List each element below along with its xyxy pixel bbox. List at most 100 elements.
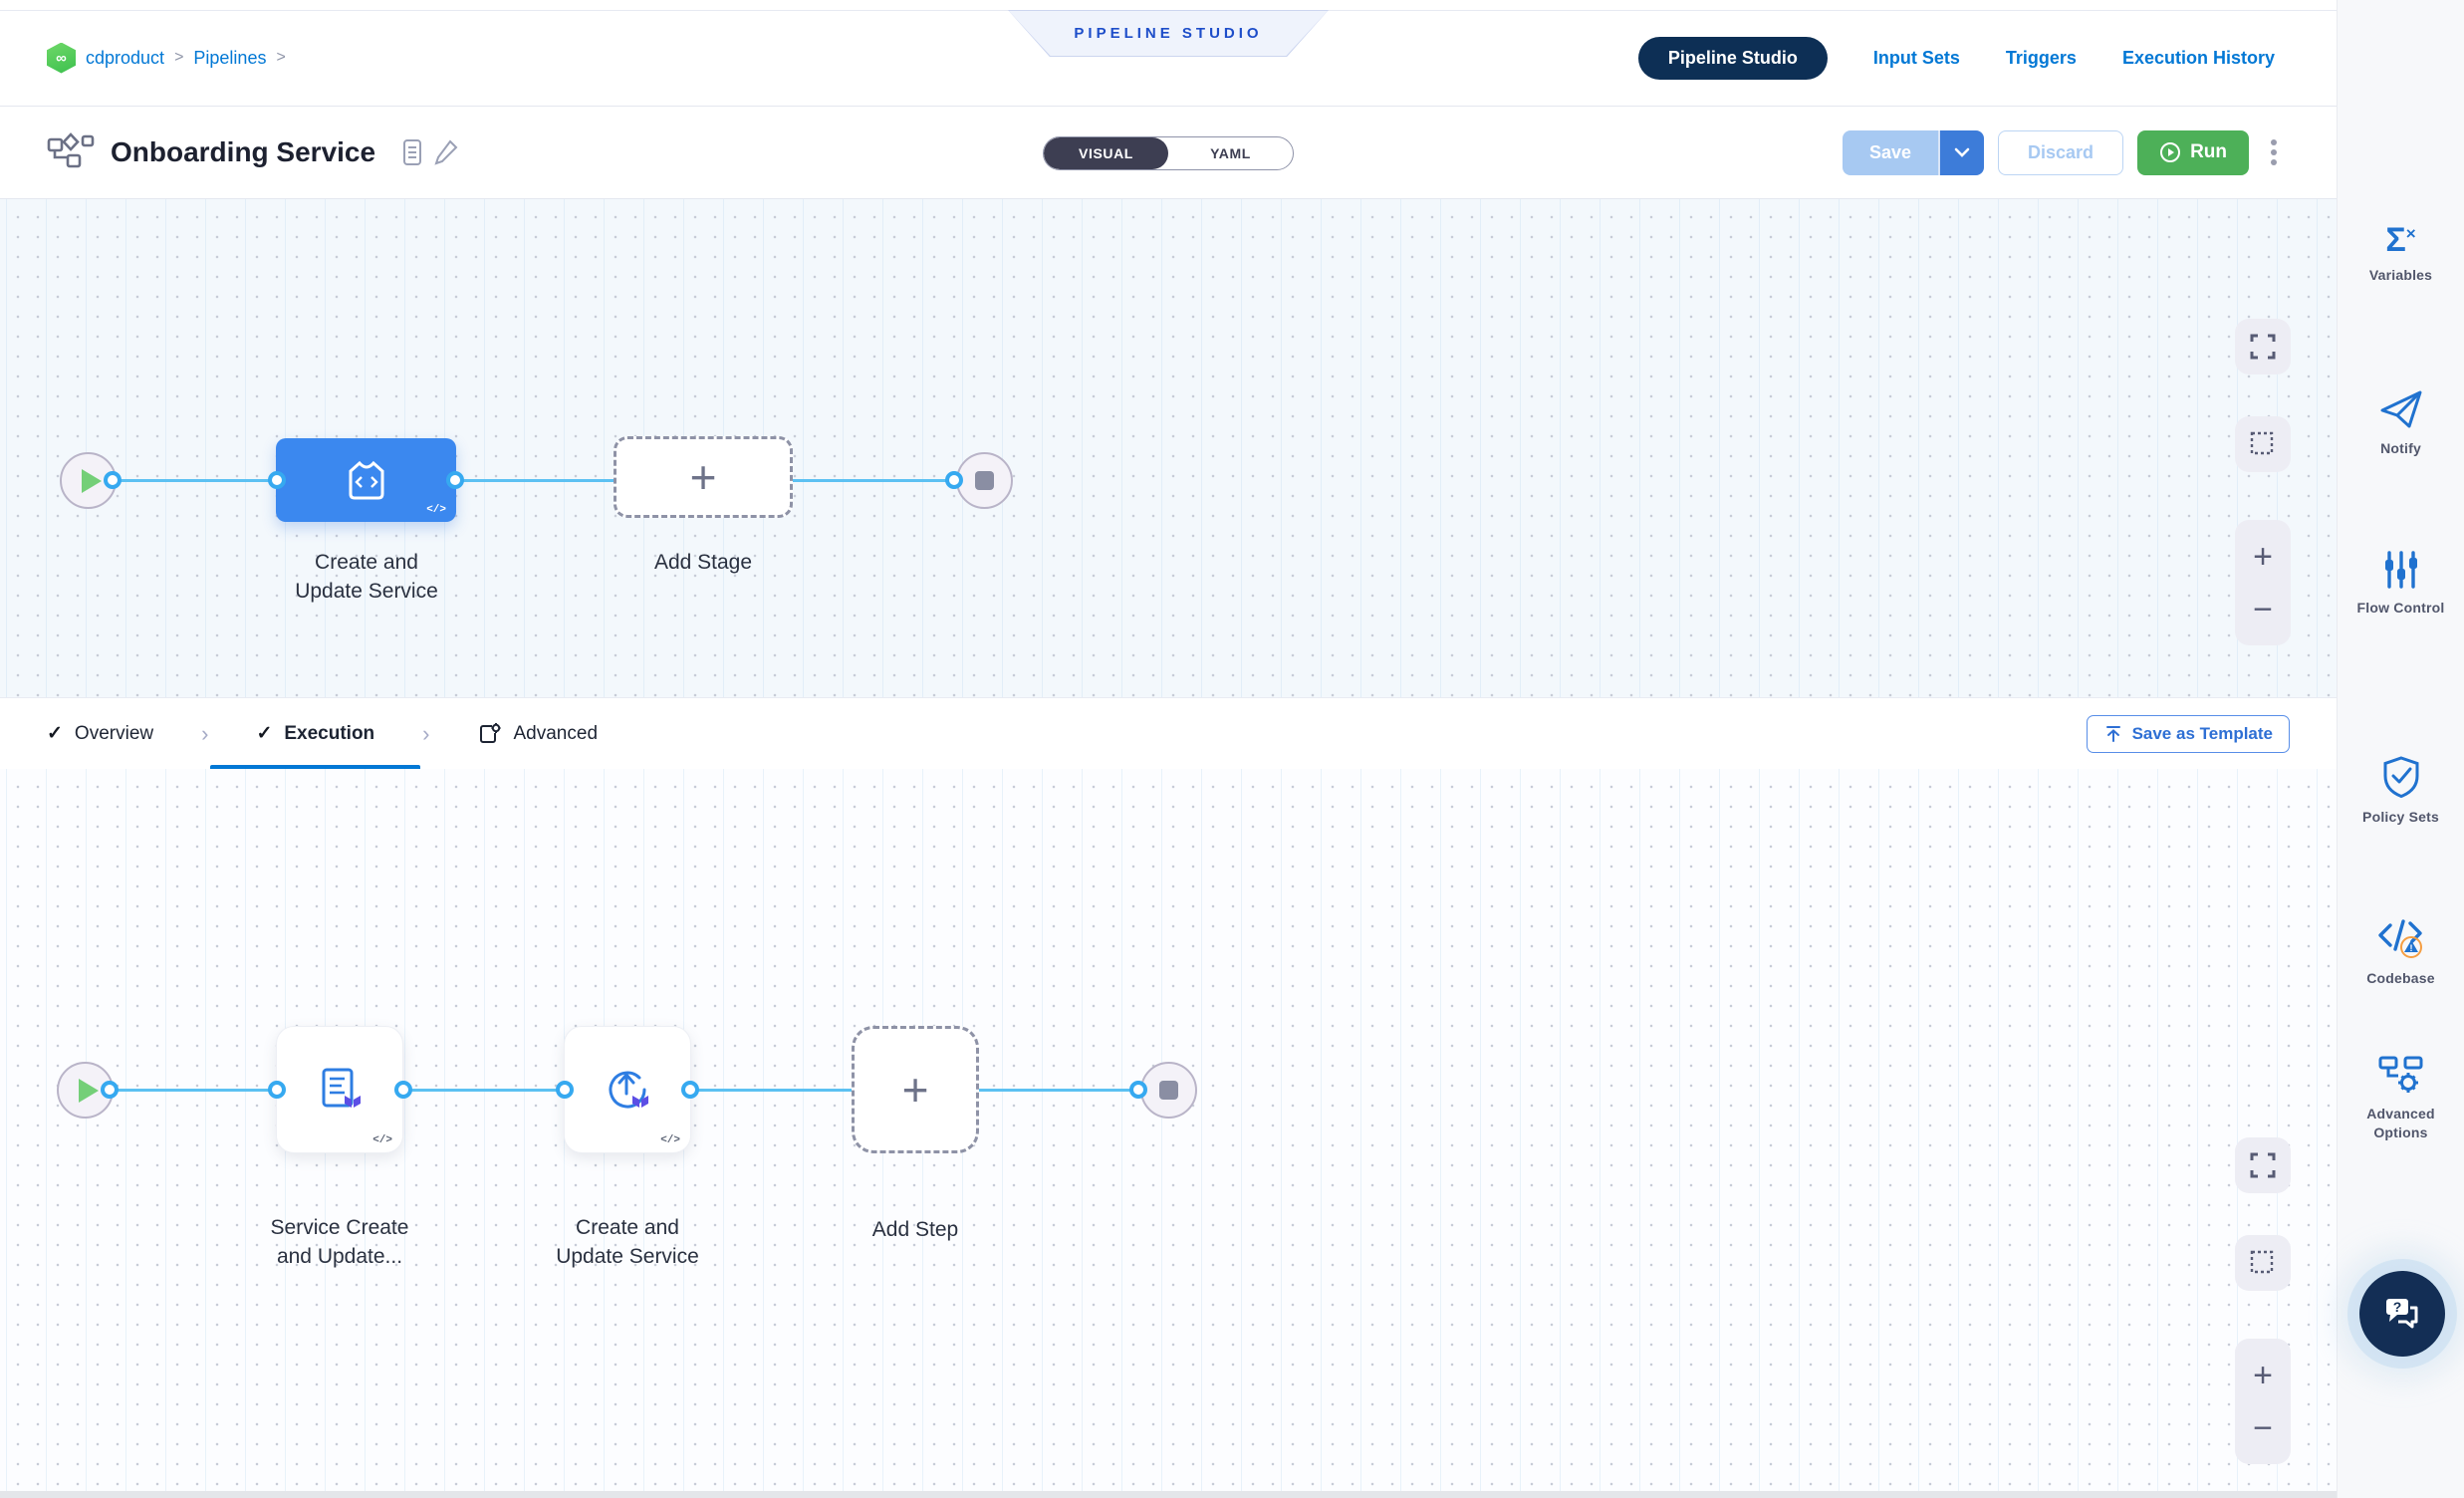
zoom-out-button[interactable]: −	[2253, 1408, 2273, 1447]
svg-text:!: !	[2409, 943, 2412, 953]
sidebar-item-flow-control[interactable]: Flow Control	[2338, 550, 2464, 618]
connector-port	[104, 471, 122, 489]
title-actions: Save Discard Run	[1842, 129, 2277, 175]
discard-button[interactable]: Discard	[1998, 129, 2124, 175]
play-circle-icon	[2160, 142, 2181, 162]
step-yaml-badge: </>	[372, 1134, 392, 1146]
breadcrumb: ∞ cdproduct > Pipelines >	[47, 42, 286, 74]
tab-execution-history[interactable]: Execution History	[2121, 47, 2275, 68]
pipeline-flowchart-icon	[47, 131, 95, 174]
step-node-service-create-and-update[interactable]: </>	[276, 1026, 403, 1153]
page-title: Onboarding Service	[111, 136, 376, 167]
breadcrumb-pipelines-link[interactable]: Pipelines	[193, 47, 267, 68]
plus-icon: +	[901, 1064, 929, 1116]
right-utility-sidebar: Σ× Variables Notify Flow Control	[2337, 0, 2464, 1498]
pipeline-summary-icon[interactable]	[401, 138, 423, 166]
fit-to-screen-button[interactable]	[2235, 319, 2291, 374]
pipeline-studio-banner-label: PIPELINE STUDIO	[1074, 25, 1263, 42]
connector-port	[1129, 1081, 1147, 1099]
sidebar-item-codebase[interactable]: ! Codebase	[2338, 918, 2464, 988]
pipeline-end-node	[956, 452, 1013, 509]
connector-port	[945, 471, 963, 489]
terraform-apply-step-icon	[609, 1071, 648, 1109]
visual-yaml-toggle: VISUAL YAML	[1043, 136, 1294, 170]
sliders-icon	[2384, 551, 2417, 589]
stage-yaml-badge: </>	[426, 504, 446, 516]
connector-line	[110, 479, 279, 482]
step2-label: Create and Update Service	[556, 1216, 699, 1268]
sidebar-item-policy-sets[interactable]: Policy Sets	[2338, 755, 2464, 827]
top-header-bar: ∞ cdproduct > Pipelines > PIPELINE STUDI…	[0, 0, 2337, 107]
connector-port	[446, 471, 464, 489]
zoom-in-button[interactable]: +	[2253, 1356, 2273, 1394]
multi-select-button[interactable]	[2235, 1235, 2291, 1291]
breadcrumb-project-link[interactable]: cdproduct	[86, 47, 165, 68]
run-button[interactable]: Run	[2137, 129, 2249, 175]
connector-port	[268, 471, 286, 489]
add-step-button[interactable]: +	[852, 1026, 979, 1153]
help-chat-button[interactable]: ?	[2359, 1271, 2445, 1357]
step-node-create-and-update-service[interactable]: </>	[564, 1026, 691, 1153]
multi-select-button[interactable]	[2235, 416, 2291, 472]
sidebar-item-variables[interactable]: Σ× Variables	[2338, 217, 2464, 285]
stage-canvas-controls: + −	[2235, 319, 2291, 645]
plus-icon: +	[689, 451, 717, 503]
tab-input-sets[interactable]: Input Sets	[1872, 47, 1960, 68]
connector-port	[268, 1081, 286, 1099]
play-icon	[81, 468, 102, 493]
zoom-controls: + −	[2235, 1339, 2291, 1464]
connector-port	[394, 1081, 412, 1099]
breadcrumb-separator: >	[174, 49, 184, 66]
check-icon: ✓	[256, 723, 273, 744]
more-options-kebab-icon[interactable]	[2271, 135, 2277, 169]
pipeline-title-bar: Onboarding Service VISUAL YAML Save	[0, 107, 2337, 199]
connector-line	[689, 1089, 853, 1092]
connector-port	[101, 1081, 119, 1099]
step1-label: Service Create and Update...	[270, 1216, 409, 1268]
toggle-yaml[interactable]: YAML	[1210, 145, 1251, 161]
connector-port	[681, 1081, 699, 1099]
custom-stage-icon	[349, 460, 383, 500]
execution-step-canvas[interactable]: </> Service Create and Update... </>	[0, 769, 2337, 1498]
stop-icon	[975, 471, 994, 490]
step-yaml-badge: </>	[660, 1134, 680, 1146]
sidebar-item-advanced-options[interactable]: Advanced Options	[2338, 1054, 2464, 1142]
code-warning-icon: !	[2377, 919, 2422, 958]
connector-port	[556, 1081, 574, 1099]
connector-line	[454, 479, 616, 482]
top-navigation: Pipeline Studio Input Sets Triggers Exec…	[1637, 36, 2337, 80]
connector-line	[402, 1089, 567, 1092]
connector-line	[790, 479, 957, 482]
save-options-caret[interactable]	[1938, 129, 1985, 175]
harness-module-icon: ∞	[47, 42, 76, 74]
svg-text:?: ?	[2393, 1299, 2402, 1315]
tab-pipeline-studio[interactable]: Pipeline Studio	[1637, 36, 1828, 80]
add-stage-button[interactable]: +	[614, 436, 793, 518]
check-icon: ✓	[47, 723, 63, 744]
paper-plane-icon	[2380, 390, 2421, 428]
stage-config-tabs: ✓ Overview › ✓ Execution › Advanced	[0, 697, 2337, 769]
zoom-in-button[interactable]: +	[2253, 537, 2273, 576]
zoom-out-button[interactable]: −	[2253, 590, 2273, 628]
pipeline-start-node	[60, 452, 117, 509]
shield-check-icon	[2383, 756, 2418, 799]
edit-pencil-icon[interactable]	[433, 138, 459, 166]
pipeline-stage-canvas[interactable]: </> Create and Update Service + Add Stag…	[0, 199, 2337, 697]
tab-execution[interactable]: ✓ Execution	[210, 698, 420, 769]
fit-to-screen-button[interactable]	[2235, 1137, 2291, 1193]
tab-overview[interactable]: ✓ Overview	[47, 722, 154, 745]
tab-advanced[interactable]: Advanced	[432, 698, 644, 769]
sidebar-item-notify[interactable]: Notify	[2338, 388, 2464, 458]
execution-end-node	[1140, 1062, 1197, 1119]
sigma-x-icon: Σ×	[2385, 221, 2416, 259]
tab-triggers[interactable]: Triggers	[2005, 47, 2077, 68]
chevron-right-icon: ›	[422, 720, 430, 746]
toggle-visual[interactable]: VISUAL	[1044, 137, 1168, 169]
stage-node-create-and-update-service[interactable]: </>	[276, 438, 456, 522]
play-icon	[78, 1078, 99, 1103]
stage-node-label: Create and Update Service	[295, 551, 438, 603]
save-as-template-button[interactable]: Save as Template	[2086, 714, 2290, 753]
save-button[interactable]: Save	[1842, 129, 1939, 175]
connector-line	[110, 1089, 279, 1092]
